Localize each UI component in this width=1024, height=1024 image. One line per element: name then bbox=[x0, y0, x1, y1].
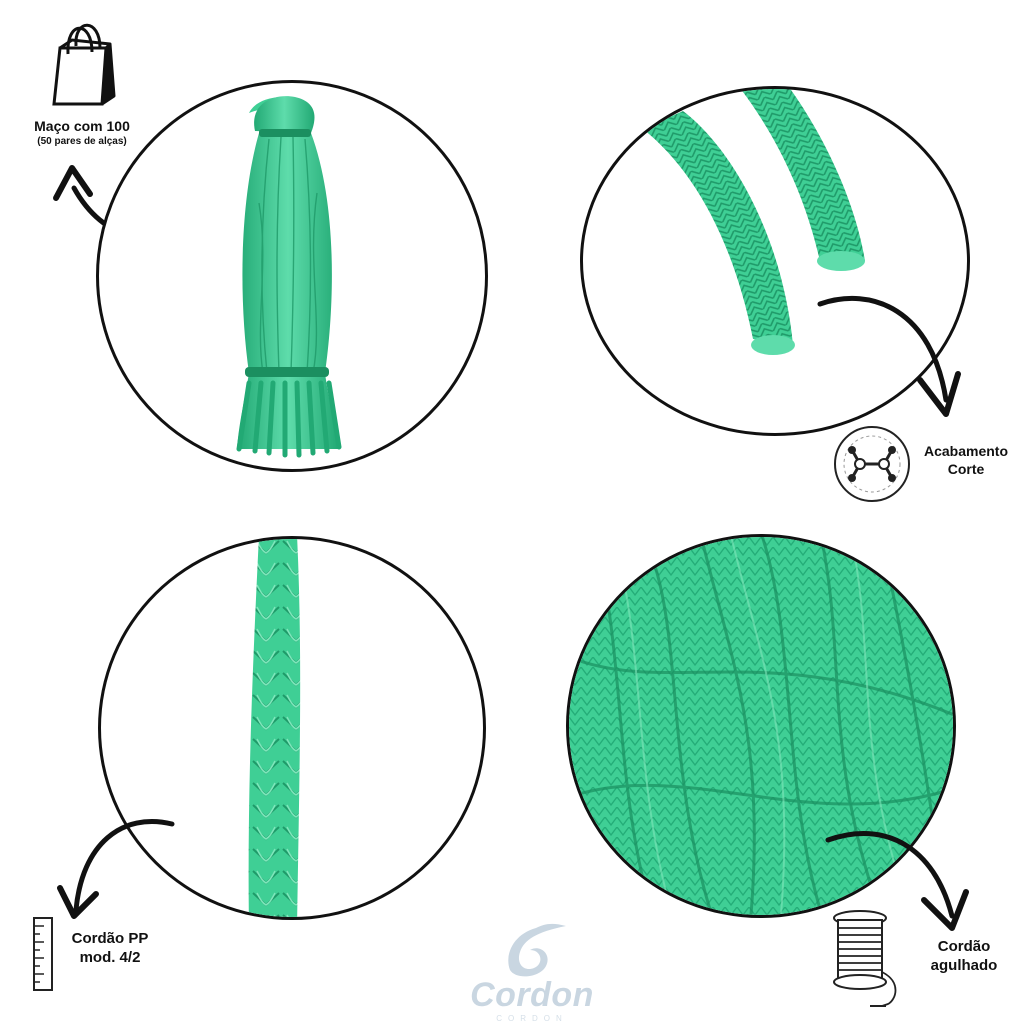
texture-photo-circle bbox=[566, 534, 956, 918]
curved-arrow-icon bbox=[52, 814, 182, 924]
needle-label: Cordão agulhado bbox=[914, 938, 1014, 976]
finish-photo-circle bbox=[580, 86, 970, 436]
finish-label: Acabamento Corte bbox=[908, 443, 1024, 478]
thread-spool-icon bbox=[832, 908, 908, 1012]
cord-label: Cordão PP mod. 4/2 bbox=[58, 930, 162, 968]
brand-name: Cordon bbox=[470, 976, 594, 1014]
finish-line-2: Corte bbox=[947, 460, 985, 477]
curved-arrow-icon bbox=[812, 290, 962, 430]
molecule-icon bbox=[832, 424, 912, 504]
brand-tagline: CORDON bbox=[496, 1014, 568, 1023]
curved-arrow-icon bbox=[824, 826, 974, 936]
cord-line-2: mod. 4/2 bbox=[79, 948, 141, 966]
needle-line-1: Cordão bbox=[937, 938, 991, 955]
bundle-subtitle: (50 pares de alças) bbox=[37, 135, 127, 147]
ruler-icon bbox=[32, 916, 54, 992]
bundle-label: Maço com 100 (50 pares de alças) bbox=[14, 118, 150, 148]
cord-line-1: Cordão PP bbox=[71, 930, 149, 947]
cord-bundle-image bbox=[236, 96, 342, 458]
cord-texture-image bbox=[569, 537, 953, 915]
cord-photo-circle bbox=[98, 536, 486, 920]
needle-line-2: agulhado bbox=[930, 956, 998, 974]
bundle-title: Maço com 100 bbox=[34, 118, 130, 134]
single-cord-image bbox=[248, 539, 301, 917]
brand-logo-icon bbox=[496, 920, 576, 980]
shopping-bag-icon bbox=[44, 16, 120, 110]
bundle-photo-circle bbox=[96, 80, 488, 472]
finish-line-1: Acabamento bbox=[923, 443, 1009, 459]
cut-cord-ends-image bbox=[643, 89, 865, 355]
